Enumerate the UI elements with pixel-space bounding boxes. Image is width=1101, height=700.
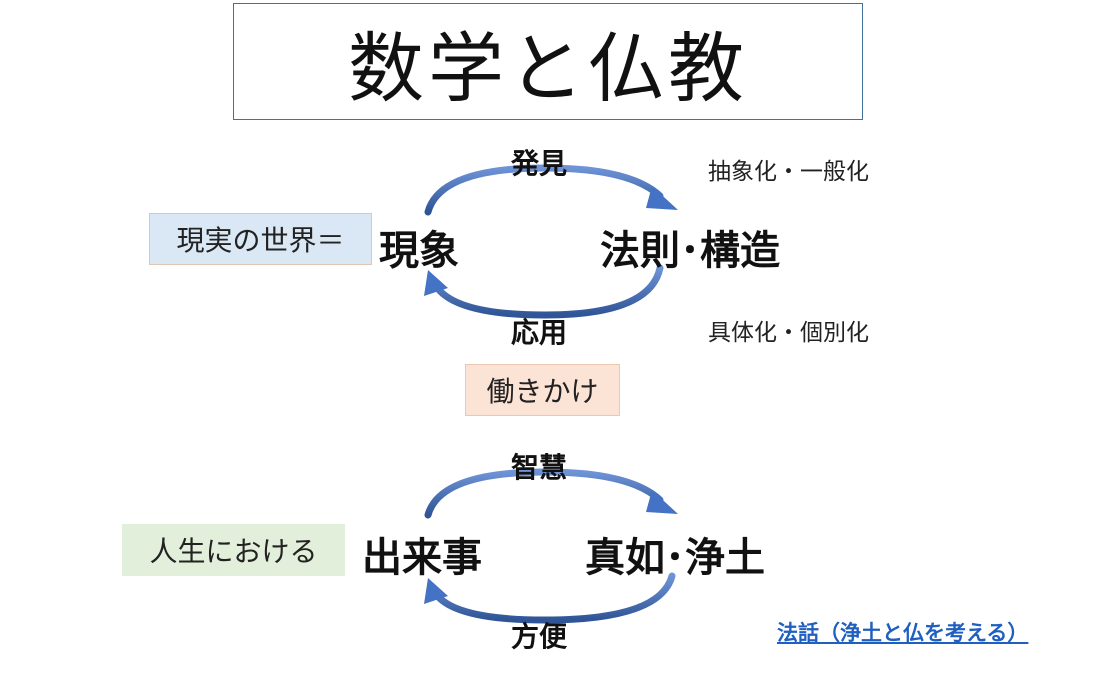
cycle2-top-arrowhead — [646, 490, 678, 514]
cycle1-top-label: 発見 — [511, 147, 568, 180]
cycle1-bottom-arrow — [432, 264, 664, 319]
law-structure-node: 法則･構造 — [600, 228, 780, 274]
cycle2-bottom-label: 方便 — [511, 620, 568, 653]
cycle1-bottom-arrowhead — [424, 270, 448, 296]
cycle2-bottom-arrowhead — [424, 578, 448, 604]
cycle2-top-label: 智慧 — [511, 451, 568, 484]
cycle2-top-arrow — [424, 468, 664, 519]
cycle2-bottom-arrow — [432, 572, 676, 624]
cycle1-top-arrow — [424, 164, 664, 216]
suchness-pureland-node: 真如･浄土 — [585, 535, 765, 581]
cycle1-bottom-label: 応用 — [511, 316, 568, 349]
action-box: 働きかけ — [465, 364, 620, 416]
phenomenon-node: 現象 — [379, 228, 459, 274]
in-life-box: 人生における — [122, 524, 345, 576]
page-title: 数学と仏教 — [233, 3, 863, 120]
cycle1-top-arrowhead — [646, 186, 678, 210]
cycle1-note-top: 抽象化・一般化 — [708, 159, 869, 185]
event-node: 出来事 — [362, 535, 482, 581]
real-world-box: 現実の世界＝ — [149, 213, 372, 265]
dharma-talk-link[interactable]: 法話（浄土と仏を考える） — [777, 621, 1029, 645]
cycle1-note-bottom: 具体化・個別化 — [708, 320, 869, 346]
